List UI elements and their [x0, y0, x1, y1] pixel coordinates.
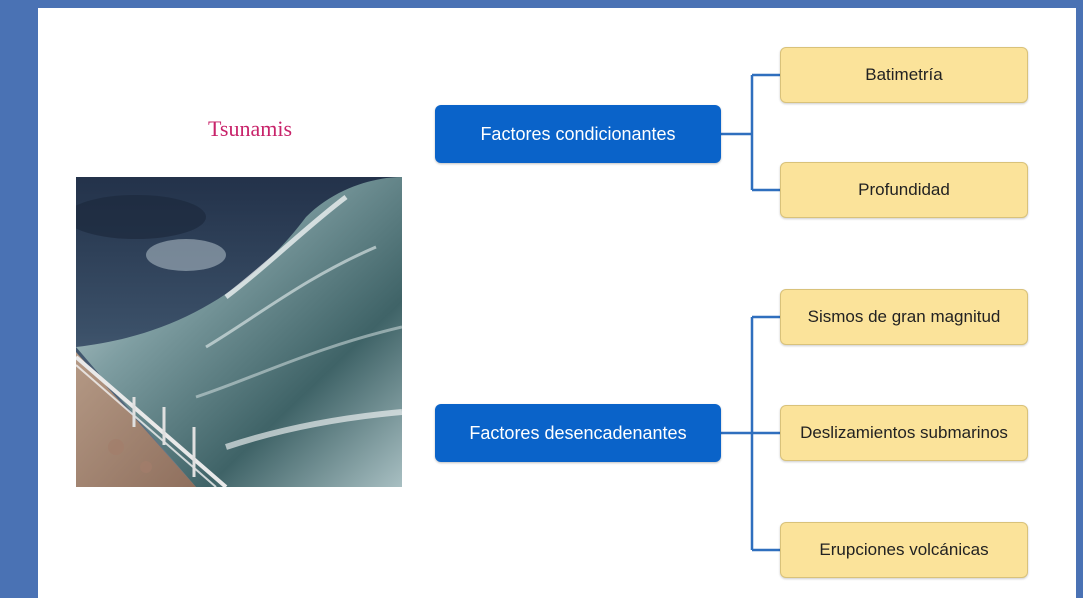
- leaf-box-depth: Profundidad: [780, 162, 1028, 218]
- leaf-box-earthquakes: Sismos de gran magnitud: [780, 289, 1028, 345]
- leaf-box-volcanic-eruptions: Erupciones volcánicas: [780, 522, 1028, 578]
- leaf-box-bathymetry: Batimetría: [780, 47, 1028, 103]
- diagram-title: Tsunamis: [207, 116, 292, 141]
- factor-conditioning-box: Factores condicionantes: [435, 105, 721, 163]
- factor-triggering-box: Factores desencadenantes: [435, 404, 721, 462]
- leaf-box-landslides: Deslizamientos submarinos: [780, 405, 1028, 461]
- frame-left-bar: [0, 0, 38, 598]
- tsunami-photo: [76, 177, 402, 487]
- tsunami-photo-graphic: [76, 177, 402, 487]
